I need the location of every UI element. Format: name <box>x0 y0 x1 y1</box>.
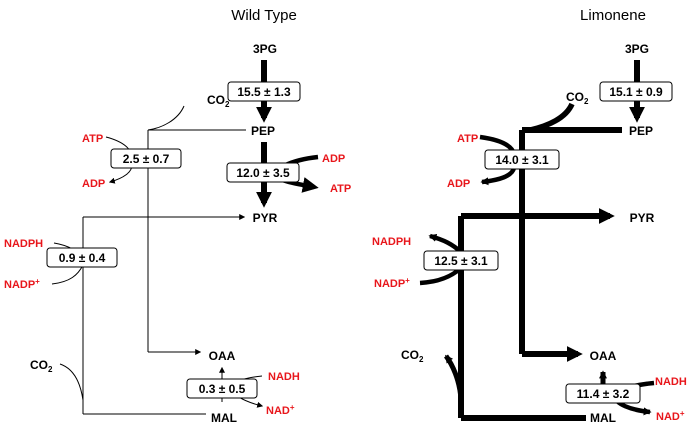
flux-value-me-left: 0.9 ± 0.4 <box>59 251 106 265</box>
metabolite-pyr-right: PYR <box>630 211 655 225</box>
flux-value-pck-right: 14.0 ± 3.1 <box>495 153 549 167</box>
metabolite-3pg-right: 3PG <box>625 42 649 56</box>
nadph-label-me-left: NADPH <box>4 238 43 250</box>
flux-box-pgk-left <box>227 81 301 102</box>
panel-wild-type: Wild Type 3PG PEP PYR OAA MAL <box>4 7 351 425</box>
metabolite-mal-left: MAL <box>211 411 237 425</box>
panel-title-limonene: Limonene <box>580 7 646 24</box>
metabolite-pep-left: PEP <box>251 124 275 138</box>
metabolite-3pg-left: 3PG <box>253 42 277 56</box>
flux-box-pck-left <box>110 148 182 169</box>
flux-value-mdh-left: 0.3 ± 0.5 <box>199 382 246 396</box>
nadp-label-me-right: NADP+ <box>374 276 410 290</box>
flux-box-mdh-right <box>565 383 641 404</box>
co2-label-me-left: CO2 <box>30 358 53 374</box>
flux-box-me-left <box>46 247 118 268</box>
adp-label-pck-right: ADP <box>447 178 470 190</box>
flux-value-pgk-left: 15.5 ± 1.3 <box>237 85 291 99</box>
curve-co2-pck-left <box>147 105 185 131</box>
panel-limonene: Limonene 3PG PEP PYR OAA MAL 1 <box>372 7 687 425</box>
adp-label-pyk-left: ADP <box>322 153 345 165</box>
nadh-label-mdh-left: NADH <box>268 371 300 383</box>
flux-value-pck-left: 2.5 ± 0.7 <box>123 152 170 166</box>
flux-value-mdh-right: 11.4 ± 3.2 <box>577 387 630 401</box>
flux-box-pgk-right <box>599 81 673 102</box>
flux-value-pgk-right: 15.1 ± 0.9 <box>609 85 663 99</box>
co2-label-pck-left: CO2 <box>207 93 230 109</box>
metabolite-pep-right: PEP <box>629 124 653 138</box>
nadp-label-me-left: NADP+ <box>4 277 40 291</box>
flux-box-mdh-left <box>186 378 258 399</box>
nad-label-mdh-left: NAD+ <box>266 403 295 417</box>
nadh-label-mdh-right: NADH <box>655 376 687 388</box>
flux-box-pck-right <box>484 149 560 170</box>
flux-box-pyk-left <box>226 162 300 183</box>
nadph-label-me-right: NADPH <box>372 236 411 248</box>
atp-label-pyk-left: ATP <box>330 183 351 195</box>
metabolite-oaa-left: OAA <box>209 349 236 363</box>
curve-nadp-me-left <box>51 264 84 285</box>
co2-label-pck-right: CO2 <box>566 90 589 106</box>
flux-value-pyk-left: 12.0 ± 3.5 <box>236 166 290 180</box>
metabolite-oaa-right: OAA <box>590 349 617 363</box>
adp-label-pck-left: ADP <box>82 178 105 190</box>
nad-label-mdh-right: NAD+ <box>656 409 685 423</box>
panel-title-wild-type: Wild Type <box>231 7 297 24</box>
curve-nadph-me-right <box>428 233 463 254</box>
atp-label-pck-right: ATP <box>457 133 478 145</box>
curve-adp-out-pck-right <box>480 167 517 186</box>
co2-label-me-right: CO2 <box>401 348 424 364</box>
metabolite-pyr-left: PYR <box>253 211 278 225</box>
curve-co2-me-left <box>59 363 84 401</box>
curve-co2-pck-right <box>529 102 575 133</box>
flux-value-me-right: 12.5 ± 3.1 <box>434 254 488 268</box>
atp-label-pck-left: ATP <box>82 133 103 145</box>
metabolite-mal-right: MAL <box>590 411 616 425</box>
curve-co2-me-right <box>443 354 464 401</box>
flux-box-me-right <box>423 250 499 271</box>
